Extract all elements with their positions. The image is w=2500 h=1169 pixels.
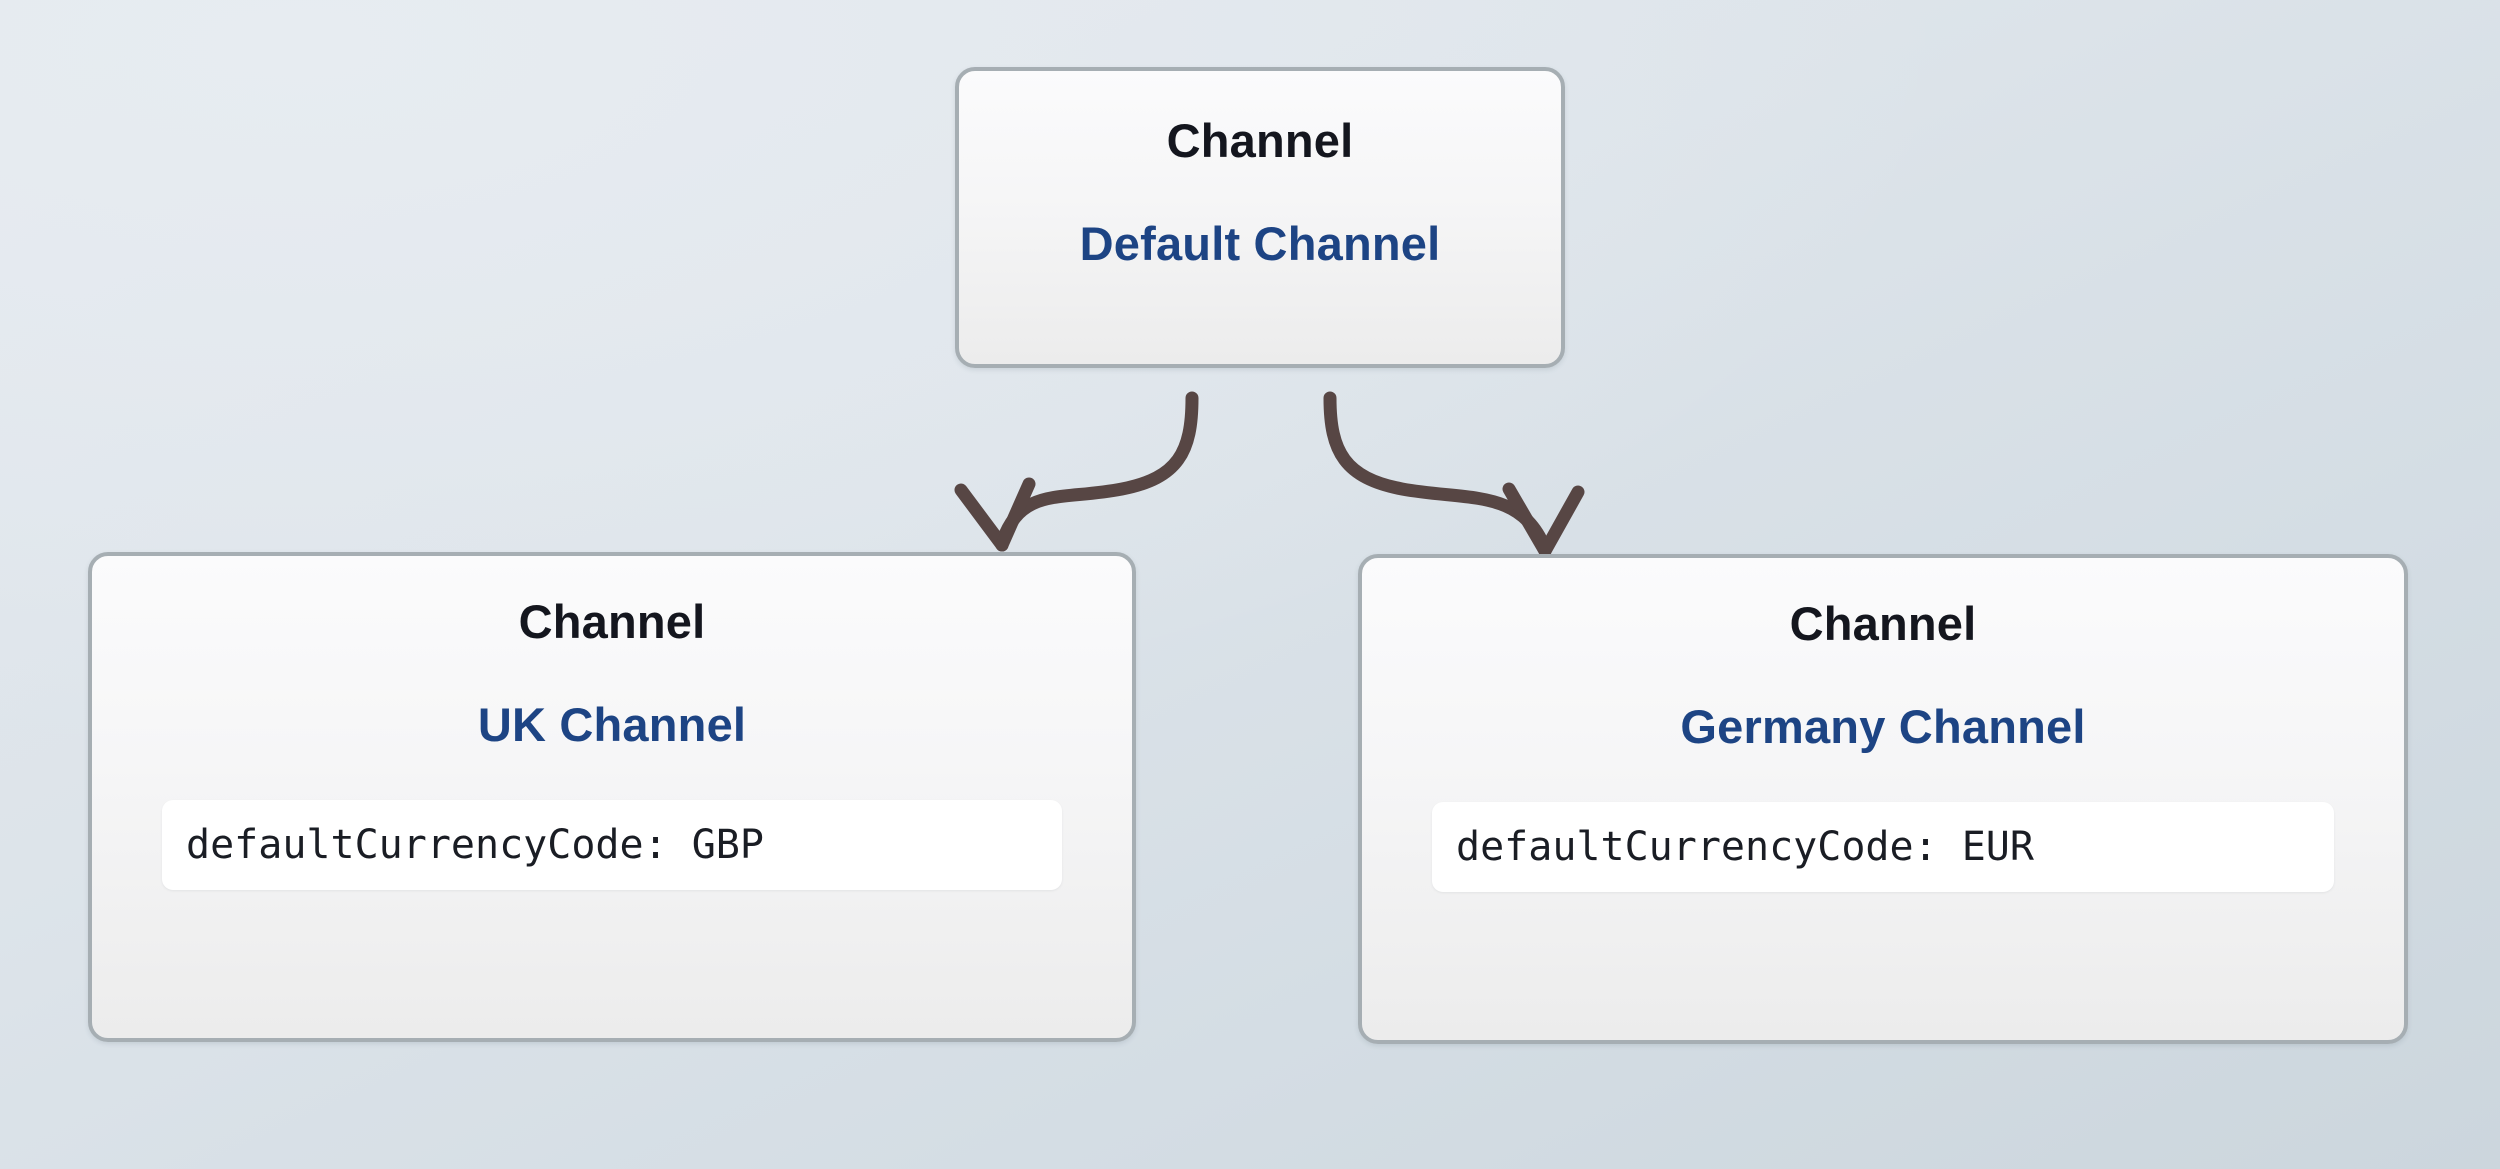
node-default-channel[interactable]: Channel Default Channel <box>955 67 1565 368</box>
arrowhead-left-barb <box>1502 482 1552 558</box>
node-uk-channel[interactable]: Channel UK Channel defaultCurrencyCode: … <box>88 552 1136 1042</box>
arrowhead-right-barb <box>1538 485 1585 558</box>
property-text: defaultCurrencyCode: GBP <box>186 822 764 868</box>
edge-root-to-uk <box>954 391 1199 552</box>
node-name-label: Default Channel <box>1079 217 1441 270</box>
property-text: defaultCurrencyCode: EUR <box>1456 824 2034 870</box>
node-name-label: Germany Channel <box>1680 700 2086 753</box>
arrowhead-left-barb <box>954 483 1009 552</box>
edge-root-to-germany <box>1323 391 1585 558</box>
property-list: defaultCurrencyCode: EUR <box>1432 802 2334 892</box>
node-name-label: UK Channel <box>477 698 747 751</box>
property-row: defaultCurrencyCode: EUR <box>1432 802 2334 892</box>
node-type-label: Channel <box>1166 114 1354 167</box>
node-type-label: Channel <box>518 595 706 648</box>
node-germany-channel[interactable]: Channel Germany Channel defaultCurrencyC… <box>1358 554 2408 1044</box>
property-list: defaultCurrencyCode: GBP <box>162 800 1062 890</box>
node-type-label: Channel <box>1789 597 1977 650</box>
property-row: defaultCurrencyCode: GBP <box>162 800 1062 890</box>
arrowhead-right-barb <box>995 477 1036 552</box>
